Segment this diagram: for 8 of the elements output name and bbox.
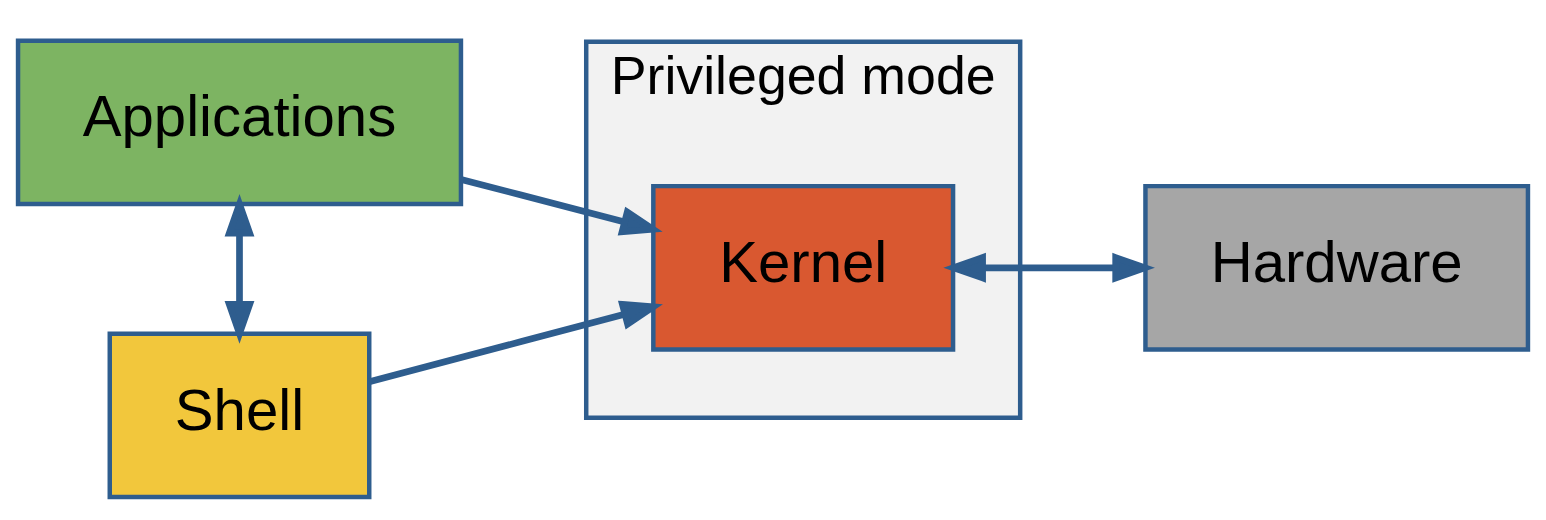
node-box: Applications: [15, 38, 464, 206]
node-box: Shell: [107, 331, 372, 499]
arrow: [224, 193, 255, 344]
arrow: [368, 300, 663, 385]
arrow: [943, 252, 1155, 283]
arrow: [460, 175, 663, 235]
node-box: Hardware: [1143, 183, 1531, 352]
node-box: Kernel: [651, 183, 956, 352]
